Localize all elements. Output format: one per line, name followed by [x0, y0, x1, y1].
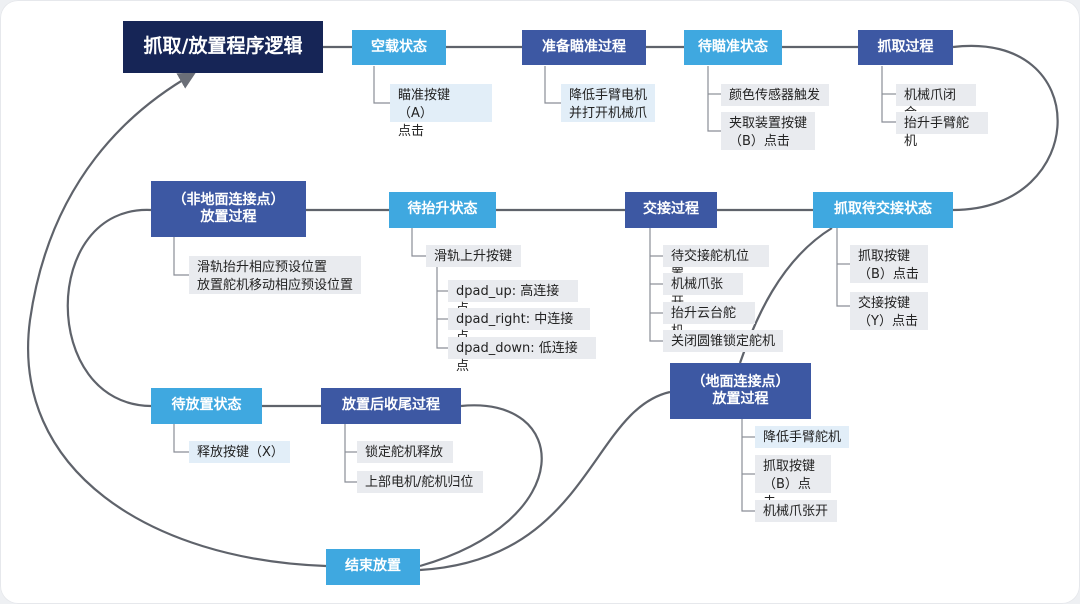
state-non-ground-place: （非地面连接点） 放置过程 [151, 181, 306, 237]
note-lift-gimbal-servo: 抬升云台舵机 [663, 302, 755, 339]
state-handover-process: 交接过程 [625, 192, 717, 228]
state-wait-place: 待放置状态 [151, 388, 262, 424]
note-claw-open: 机械爪张开 [663, 273, 743, 310]
state-idle: 空载状态 [352, 30, 446, 65]
note-top-motor-reset: 上部电机/舵机归位 [357, 471, 483, 493]
state-wait-lift: 待抬升状态 [389, 192, 496, 228]
note-color-sensor: 颜色传感器触发 [721, 84, 829, 106]
note-grab-key-b: 抓取按键 （B）点击 [850, 245, 928, 283]
note-lower-arm-servo: 降低手臂舵机 [755, 426, 849, 448]
note-handover-key-y: 交接按键 （Y）点击 [850, 292, 928, 330]
root-title-node: 抓取/放置程序逻辑 [123, 21, 323, 73]
note-slide-preset-position: 滑轨抬升相应预设位置 放置舵机移动相应预设位置 [189, 256, 361, 294]
note-dpad-down: dpad_down: 低连接点 [448, 337, 596, 374]
note-claw-close: 机械爪闭合 [896, 84, 976, 121]
note-handover-servo-pos: 待交接舵机位置 [663, 245, 769, 282]
note-claw-open-ground: 机械爪张开 [755, 500, 837, 522]
edge-after-end [419, 404, 543, 568]
edge-ground-end [419, 390, 671, 572]
state-wait-aim: 待瞄准状态 [684, 30, 782, 65]
state-ground-place: （地面连接点） 放置过程 [670, 363, 811, 419]
note-close-cone-lock: 关闭圆锥锁定舵机 [663, 330, 783, 352]
note-lift-arm-servo: 抬升手臂舵机 [896, 112, 988, 149]
edge-end-root [27, 72, 327, 568]
edge-ngp-wait-place [66, 208, 152, 408]
state-prepare-aim: 准备瞄准过程 [522, 30, 646, 65]
note-lower-arm-open-claw: 降低手臂电机 并打开机械爪 [561, 84, 655, 122]
state-grab-process: 抓取过程 [858, 30, 953, 65]
note-idle-aim-key: 瞄准按键（A） 点击 [390, 84, 492, 139]
note-dpad-up: dpad_up: 高连接点 [448, 280, 578, 317]
state-end-place: 结束放置 [326, 549, 420, 585]
note-lock-servo-release: 锁定舵机释放 [357, 441, 453, 463]
note-clamp-key: 夹取装置按键 （B）点击 [721, 112, 815, 150]
note-slide-up-key: 滑轨上升按键 [426, 245, 521, 267]
note-grab-key-b-ground: 抓取按键 （B）点击 [755, 455, 831, 510]
edge-grab-gwh [952, 44, 1059, 212]
note-dpad-right: dpad_right: 中连接点 [448, 308, 590, 345]
state-grab-wait-handover: 抓取待交接状态 [813, 192, 953, 228]
state-after-place: 放置后收尾过程 [321, 388, 461, 424]
note-release-key-x: 释放按键（X） [189, 441, 290, 463]
